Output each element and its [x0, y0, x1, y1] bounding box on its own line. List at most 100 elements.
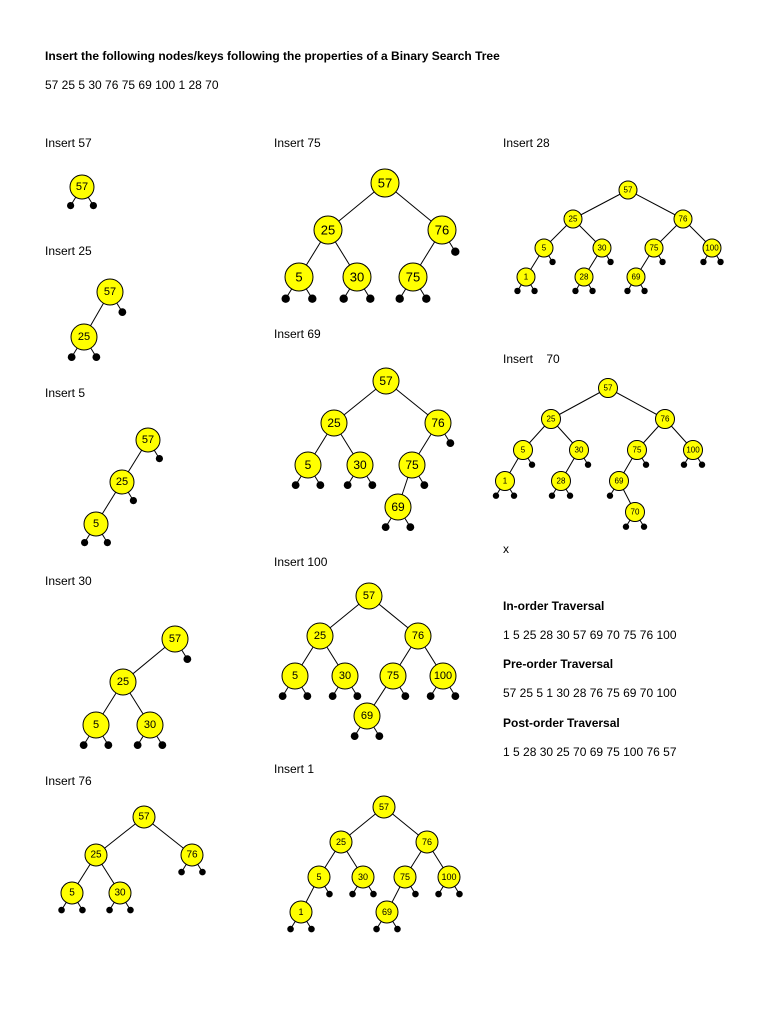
node-key-25: 25: [78, 331, 90, 343]
postorder-sequence: 1 5 28 30 25 70 69 75 100 76 57: [503, 745, 677, 759]
node-key-25: 25: [569, 215, 578, 224]
node-key-76: 76: [431, 416, 445, 430]
key-sequence: 57 25 5 30 76 75 69 100 1 28 70: [45, 78, 219, 92]
null-leaf-69-left: [373, 925, 380, 933]
node-key-75: 75: [406, 270, 420, 285]
node-key-69: 69: [391, 500, 405, 514]
null-leaf-5-right: [316, 481, 325, 490]
node-28: [574, 267, 594, 287]
node-75: [627, 440, 647, 460]
node-key-25: 25: [314, 630, 326, 642]
node-key-57: 57: [379, 802, 389, 812]
step-label-insert-25: Insert 25: [45, 244, 92, 258]
node-key-5: 5: [316, 872, 321, 882]
null-leaf-5-right: [326, 890, 333, 898]
null-leaf-30-right: [366, 294, 375, 303]
node-1: [289, 900, 313, 924]
node-30: [136, 711, 164, 739]
node-30: [346, 451, 374, 479]
node-key-76: 76: [435, 223, 449, 238]
node-key-69: 69: [615, 477, 624, 486]
tree-insert-57: 57: [67, 174, 97, 210]
node-key-5: 5: [292, 670, 298, 682]
null-leaf-75-right: [401, 692, 410, 701]
node-key-76: 76: [679, 215, 688, 224]
node-key-57: 57: [169, 633, 181, 645]
step-label-insert-100: Insert 100: [274, 555, 328, 569]
tree-nodes: 57: [69, 174, 95, 200]
instruction-text: Insert the following nodes/keys followin…: [45, 49, 500, 63]
node-key-75: 75: [400, 872, 410, 882]
null-leaf-75-left: [395, 294, 404, 303]
tree-null-leaves: [514, 258, 724, 295]
postorder-title: Post-order Traversal: [503, 716, 620, 730]
node-57: [355, 582, 383, 610]
stray-mark: x: [503, 542, 509, 556]
node-57: [69, 174, 95, 200]
node-69: [375, 900, 399, 924]
null-leaf-30-right: [353, 692, 362, 701]
node-70: [625, 502, 645, 522]
tree-null-leaves: [492, 461, 706, 530]
node-57: [161, 625, 189, 653]
node-30: [569, 440, 589, 460]
null-leaf-70-left: [622, 523, 630, 530]
node-key-30: 30: [353, 458, 367, 472]
node-key-69: 69: [361, 710, 373, 722]
node-key-1: 1: [503, 477, 508, 486]
null-leaf-69-left: [381, 523, 390, 532]
node-30: [108, 881, 132, 905]
node-key-1: 1: [524, 273, 529, 282]
step-label-insert-57: Insert 57: [45, 136, 92, 150]
null-leaf-25-right: [92, 353, 101, 362]
node-69: [353, 702, 381, 730]
null-leaf-57-right: [155, 455, 163, 463]
null-leaf-5-left: [79, 741, 88, 750]
node-30: [331, 662, 359, 690]
null-leaf-1-right: [531, 287, 538, 295]
node-key-30: 30: [339, 670, 351, 682]
node-25: [109, 668, 137, 696]
null-leaf-5-left: [81, 539, 89, 547]
null-leaf-5-right: [79, 906, 86, 914]
node-key-57: 57: [363, 590, 375, 602]
step-label-insert-76: Insert 76: [45, 774, 92, 788]
null-leaf-75-right: [642, 461, 650, 468]
node-key-25: 25: [90, 850, 102, 861]
node-key-76: 76: [422, 837, 432, 847]
step-label-insert-70: Insert 70: [503, 352, 560, 366]
tree-null-leaves: [278, 692, 460, 741]
null-leaf-28-left: [548, 492, 556, 499]
null-leaf-25-right: [129, 497, 137, 505]
preorder-title: Pre-order Traversal: [503, 657, 614, 671]
null-leaf-75-right: [420, 481, 429, 490]
null-leaf-5-right: [303, 692, 312, 701]
null-leaf-75-right: [422, 294, 431, 303]
node-key-76: 76: [412, 630, 424, 642]
inorder-sequence: 1 5 25 28 30 57 69 70 75 76 100: [503, 628, 677, 642]
null-leaf-69-right: [394, 925, 401, 933]
node-5: [83, 511, 109, 537]
node-1: [495, 471, 515, 491]
null-leaf-30-right: [607, 258, 614, 266]
step-label-insert-1: Insert 1: [274, 762, 315, 776]
node-key-5: 5: [295, 270, 302, 285]
null-leaf-5-left: [291, 481, 300, 490]
tree-null-leaves: [58, 868, 206, 914]
node-25: [541, 409, 561, 429]
node-76: [655, 409, 675, 429]
step-label-insert-75: Insert 75: [274, 136, 321, 150]
null-leaf-100-right: [717, 258, 724, 266]
node-25: [329, 830, 353, 854]
node-key-5: 5: [69, 888, 75, 899]
node-key-25: 25: [336, 837, 346, 847]
null-leaf-30-left: [328, 692, 337, 701]
tree-null-leaves: [81, 455, 163, 547]
null-leaf-30-right: [158, 741, 167, 750]
null-leaf-70-right: [640, 523, 648, 530]
node-5: [307, 865, 331, 889]
